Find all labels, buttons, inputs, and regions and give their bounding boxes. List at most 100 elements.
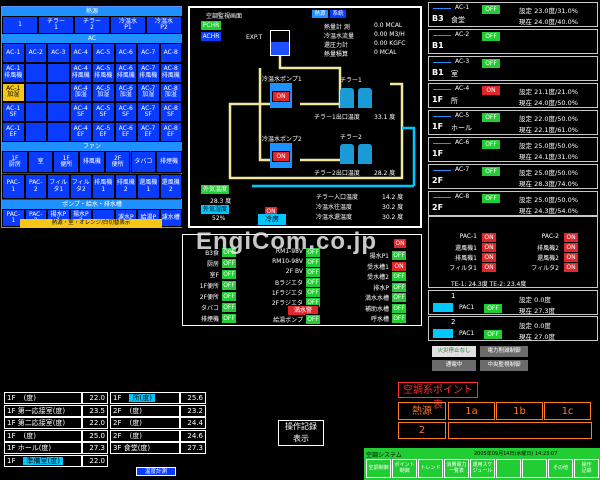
- ac-cell-0-3[interactable]: AC-4: [69, 43, 92, 63]
- col3-state-5[interactable]: OFF: [391, 302, 407, 314]
- ac-cell-4-4[interactable]: AC-5 EF: [92, 122, 115, 142]
- ac-cell-4-6[interactable]: AC-7 EF: [137, 122, 160, 142]
- ac-cell-4-7[interactable]: AC-8 EF: [159, 122, 182, 142]
- ac-cell-1-3[interactable]: AC-4 排風機: [69, 62, 92, 83]
- heat-cell-4[interactable]: 冷温水 P2: [146, 16, 182, 34]
- fan-cell-2[interactable]: 1F 便所: [53, 151, 80, 173]
- pump2-state[interactable]: ON: [272, 151, 290, 162]
- central-control-button[interactable]: 中央監視制御: [480, 360, 528, 371]
- ac-cell-3-1[interactable]: [24, 102, 47, 123]
- room-row-state[interactable]: ON: [481, 85, 501, 96]
- menu-item-8[interactable]: 操作 記録: [574, 459, 599, 478]
- ac-cell-2-5[interactable]: AC-6 加湿: [114, 82, 137, 103]
- ac-cell-4-3[interactable]: AC-4 EF: [69, 122, 92, 142]
- ac-cell-1-2[interactable]: [47, 62, 70, 83]
- pac-cell-5[interactable]: 排風機 2: [114, 174, 137, 199]
- col1-state-5[interactable]: OFF: [221, 302, 237, 313]
- temperature-measure-button[interactable]: 温度計測: [136, 467, 176, 476]
- col1-state-4[interactable]: OFF: [221, 291, 237, 302]
- col3-state-3[interactable]: OFF: [391, 281, 407, 293]
- fan-cell-0[interactable]: 1F 厨房: [2, 151, 28, 173]
- room-row-state[interactable]: OFF: [481, 112, 501, 123]
- room-row-state[interactable]: OFF: [481, 166, 501, 177]
- menu-item-6[interactable]: [522, 459, 547, 478]
- ac-cell-1-0[interactable]: AC-1 排風機: [2, 62, 25, 83]
- operation-log-button[interactable]: 操作記録 表示: [278, 420, 324, 446]
- point-row-2-field[interactable]: [448, 422, 592, 439]
- heat-cell-3[interactable]: 冷温水 P1: [110, 16, 146, 34]
- room-row-state[interactable]: OFF: [481, 4, 501, 15]
- left-panel-footer-label[interactable]: 熱源・室・オレンジ/白切替表示: [20, 219, 162, 228]
- ac-cell-2-7[interactable]: AC-8 加湿: [159, 82, 182, 103]
- menu-item-1[interactable]: ポイント 制御: [392, 459, 417, 478]
- pac-cell-6[interactable]: 還風機 1: [137, 174, 160, 199]
- pac-right-state-3[interactable]: ON: [563, 262, 579, 273]
- pac-cell-7[interactable]: 還風機 2: [159, 174, 182, 199]
- ac-cell-0-4[interactable]: AC-5: [92, 43, 115, 63]
- point-row-2[interactable]: 2: [398, 422, 446, 439]
- menu-item-3[interactable]: 消費電力 一覧表: [444, 459, 469, 478]
- room-row-state[interactable]: OFF: [481, 58, 501, 69]
- col1-state-1[interactable]: OFF: [221, 258, 237, 269]
- pump1-state[interactable]: ON: [272, 91, 290, 102]
- ac-cell-4-5[interactable]: AC-6 EF: [114, 122, 137, 142]
- ac-cell-0-7[interactable]: AC-8: [159, 43, 182, 63]
- col3-state-4[interactable]: OFF: [391, 292, 407, 303]
- ac-cell-0-0[interactable]: AC-1: [2, 43, 25, 63]
- ac-cell-2-4[interactable]: AC-5 加湿: [92, 82, 115, 103]
- col3-state-0[interactable]: OFF: [391, 250, 407, 261]
- pump-cell-7[interactable]: 濾水槽: [159, 209, 182, 227]
- tab-system[interactable]: 系統: [330, 10, 346, 18]
- ac-cell-3-2[interactable]: [47, 102, 70, 123]
- fan-cell-3[interactable]: 排風機: [79, 151, 105, 173]
- mode-label[interactable]: 冷房: [258, 214, 286, 225]
- ac-cell-3-0[interactable]: AC-1 SF: [2, 102, 25, 123]
- heat-cell-2[interactable]: チラー 2: [74, 16, 110, 34]
- room-row-state[interactable]: OFF: [481, 193, 501, 204]
- ac-cell-2-3[interactable]: AC-4 加湿: [69, 82, 92, 103]
- ac-cell-2-2[interactable]: [47, 82, 70, 103]
- fan-cell-4[interactable]: 2F 便所: [104, 151, 131, 173]
- pac-left-state-3[interactable]: ON: [481, 262, 497, 273]
- heat-cell-1[interactable]: チラー 1: [38, 16, 74, 34]
- col1-state-2[interactable]: OFF: [221, 269, 237, 280]
- ac-cell-4-0[interactable]: AC-1 EF: [2, 122, 25, 142]
- point-col-1b[interactable]: 1b: [496, 402, 543, 420]
- power-reduction-button[interactable]: 電力削減制御: [480, 346, 528, 357]
- fan-cell-1[interactable]: 室: [27, 151, 54, 173]
- ac-cell-0-6[interactable]: AC-7: [137, 43, 160, 63]
- ac-cell-1-5[interactable]: AC-6 排風機: [114, 62, 137, 83]
- fan-cell-5[interactable]: タバコ: [130, 151, 157, 173]
- ac-cell-1-7[interactable]: AC-8 排風機: [159, 62, 182, 83]
- ac-cell-2-1[interactable]: [24, 82, 47, 103]
- ac-cell-1-6[interactable]: AC-7 排風機: [137, 62, 160, 83]
- col2-last-state[interactable]: OFF: [305, 314, 321, 325]
- ac-cell-2-6[interactable]: AC-7 加湿: [137, 82, 160, 103]
- heat-cell-0[interactable]: 1: [2, 16, 38, 34]
- menu-item-7[interactable]: その他: [548, 459, 573, 478]
- fan-cell-6[interactable]: 排煙機: [156, 151, 182, 173]
- fire-stop-button[interactable]: 火災停止なし: [432, 346, 476, 357]
- menu-item-4[interactable]: 運用スケ ジュール: [470, 459, 495, 478]
- energized-button[interactable]: 通電中: [432, 360, 476, 371]
- pac-cell-1[interactable]: PAC- 2: [24, 174, 47, 199]
- pac-cell-2[interactable]: フィル タ1: [47, 174, 70, 199]
- col3-state-2[interactable]: OFF: [391, 271, 407, 282]
- ac-cell-3-7[interactable]: AC-8 SF: [159, 102, 182, 123]
- ac-cell-0-5[interactable]: AC-6: [114, 43, 137, 63]
- pump-cell-0[interactable]: PAC- 1: [2, 209, 25, 227]
- point-heat-source[interactable]: 熱源: [398, 402, 446, 420]
- ac-cell-4-1[interactable]: [24, 122, 47, 142]
- col3-state-6[interactable]: OFF: [391, 313, 407, 324]
- room-row-state[interactable]: OFF: [481, 31, 501, 42]
- col3-state-1[interactable]: ON: [391, 260, 407, 272]
- room-row-state[interactable]: OFF: [481, 139, 501, 150]
